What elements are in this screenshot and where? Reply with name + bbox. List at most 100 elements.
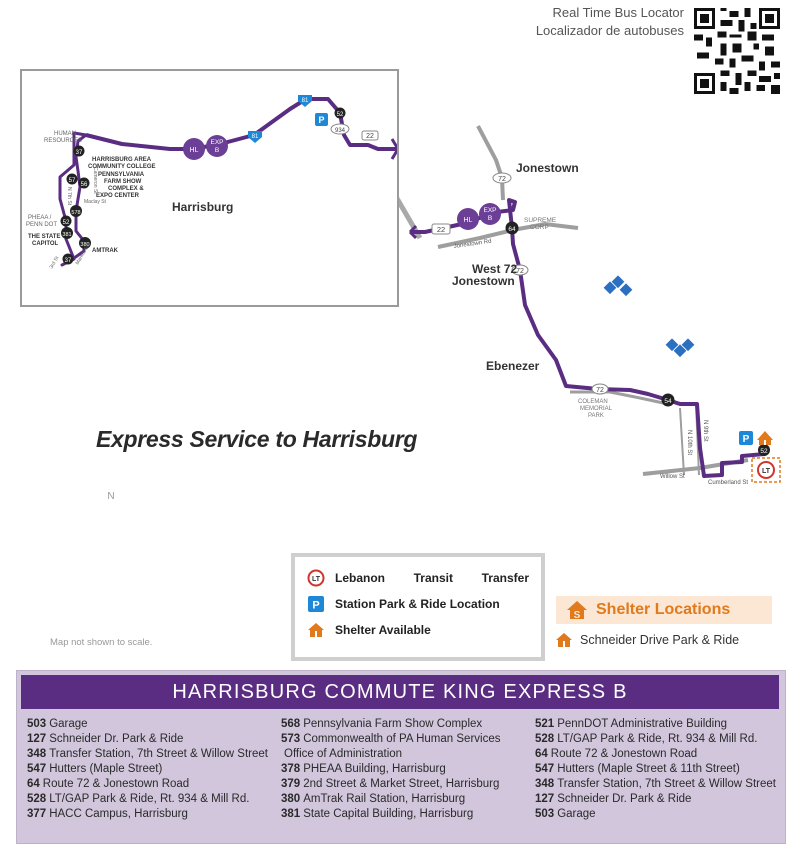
shelter-locations-header: S Shelter Locations <box>556 596 772 624</box>
inset-stop-57[interactable]: 57 <box>66 173 78 185</box>
inset-label-cameron: Cameron St <box>92 167 98 194</box>
list-item: Office of Administration <box>284 748 403 760</box>
legend-shelter-label: Shelter Available <box>335 623 431 637</box>
inset-park-ride-icon[interactable]: P <box>315 113 328 126</box>
route-shield-72-west: 72 <box>511 264 529 276</box>
inset-expb-label-2: B <box>215 147 219 154</box>
inset-shield-81a: 81 <box>248 131 262 143</box>
inset-stop-578[interactable]: 578 <box>70 205 82 217</box>
label-cumberland: Cumberland St <box>708 480 748 486</box>
legend-transfer-word-2: Transit <box>413 571 453 585</box>
inset-stop-52b[interactable]: 52 <box>60 215 72 227</box>
inset-label-amtrak: AMTRAK <box>92 248 119 254</box>
svg-text:LT: LT <box>312 576 321 583</box>
expb-badge-label-2: B <box>488 215 492 222</box>
svg-text:P: P <box>312 600 319 612</box>
stop-52[interactable]: 52 <box>758 444 770 456</box>
svg-text:54: 54 <box>664 398 672 405</box>
svg-text:LT: LT <box>762 468 771 475</box>
label-coleman-2: MEMORIAL <box>580 406 613 412</box>
inset-label-pheaa-2: PENN DOT <box>26 222 57 228</box>
legend-park-ride-label: Station Park & Ride Location <box>335 597 500 611</box>
svg-text:380: 380 <box>80 242 89 248</box>
svg-text:64: 64 <box>508 226 516 233</box>
label-west72-2: Jonestown <box>452 274 515 288</box>
label-ebenezer: Ebenezer <box>486 359 540 373</box>
inset-expb-label-1: EXP <box>210 139 223 146</box>
svg-text:22: 22 <box>437 225 445 234</box>
inset-stop-37a[interactable]: 37 <box>73 145 85 157</box>
svg-text:81: 81 <box>252 134 259 140</box>
inset-map-svg: HL EXP B 81 81 934 22 P 52 37 57 56 578 <box>26 95 400 270</box>
shelter-item-label: Schneider Drive Park & Ride <box>580 633 740 647</box>
inset-label-farmshow-2: FARM SHOW <box>104 179 142 185</box>
inset-label-farmshow-4: EXPO CENTER <box>96 193 140 199</box>
shelter-item: Schneider Drive Park & Ride <box>556 633 739 647</box>
hl-badge <box>457 208 479 230</box>
shelter-legend-icon <box>307 621 325 639</box>
inset-hl-label: HL <box>190 147 199 154</box>
shelter-icon[interactable] <box>757 431 773 445</box>
route-shield-22-main: 22 <box>431 223 451 235</box>
inset-label-harrisburg: Harrisburg <box>172 200 233 214</box>
label-coleman-3: PARK <box>588 413 604 419</box>
inset-label-farmshow-1: PENNSYLVANIA <box>98 172 145 178</box>
park-ride-icon[interactable]: P <box>739 431 753 445</box>
svg-text:37: 37 <box>76 150 83 156</box>
label-jonestown: Jonestown <box>516 161 579 175</box>
park-ride-legend-icon: P <box>307 595 325 613</box>
stop-64[interactable]: 64 <box>505 221 519 235</box>
shelter-header-icon: S <box>566 600 588 620</box>
inset-label-hr-1: HUMAN <box>54 131 76 137</box>
inset-stop-56[interactable]: 56 <box>78 177 90 189</box>
label-supreme-2: CORP <box>530 224 549 231</box>
inset-label-hacc-2: COMMUNITY COLLEGE <box>88 164 156 170</box>
qr-code-icon[interactable] <box>694 8 780 94</box>
route-shield-72-coleman: 72 <box>591 383 609 395</box>
svg-text:52: 52 <box>63 220 70 226</box>
inset-hl-badge <box>183 138 205 160</box>
scale-note: Map not shown to scale. <box>50 637 153 648</box>
svg-text:57: 57 <box>69 178 76 184</box>
shelter-item-icon <box>556 633 572 647</box>
svg-text:72: 72 <box>498 176 506 183</box>
inset-stop-380[interactable]: 380 <box>79 237 91 249</box>
svg-text:381: 381 <box>62 232 71 238</box>
inset-stop-52-north[interactable]: 52 <box>334 107 346 119</box>
transfer-legend-icon: LT <box>307 569 325 587</box>
route-map: HL EXP B 72 22 72 72 64 54 52 P <box>107 125 781 500</box>
route-line <box>410 198 766 478</box>
svg-text:72: 72 <box>516 268 524 275</box>
inset-label-n7th: N 7th St <box>66 187 72 206</box>
label-n10th: N 10th St <box>686 430 692 455</box>
shelter-locations-title: Shelter Locations <box>596 601 731 618</box>
label-willow: Willow St <box>660 474 685 480</box>
stop-54[interactable]: 54 <box>661 393 675 407</box>
inset-stop-37b[interactable]: 37 <box>62 253 74 265</box>
inset-stop-381[interactable]: 381 <box>61 227 73 239</box>
svg-text:934: 934 <box>335 128 346 134</box>
legend-transfer: LT Lebanon Transit Transfer <box>307 569 529 587</box>
map-legend: LT Lebanon Transit Transfer P Station Pa… <box>291 553 545 661</box>
transfer-icon[interactable]: LT <box>751 457 781 483</box>
label-coleman-1: COLEMAN <box>578 399 608 405</box>
label-west72-1: West 72 <box>472 262 517 276</box>
svg-text:P: P <box>318 115 324 125</box>
qr-label-en: Real Time Bus Locator <box>552 5 684 20</box>
inset-expb-badge <box>206 135 228 157</box>
qr-label: Real Time Bus Locator Localizador de aut… <box>536 4 684 40</box>
svg-text:S: S <box>574 610 581 620</box>
